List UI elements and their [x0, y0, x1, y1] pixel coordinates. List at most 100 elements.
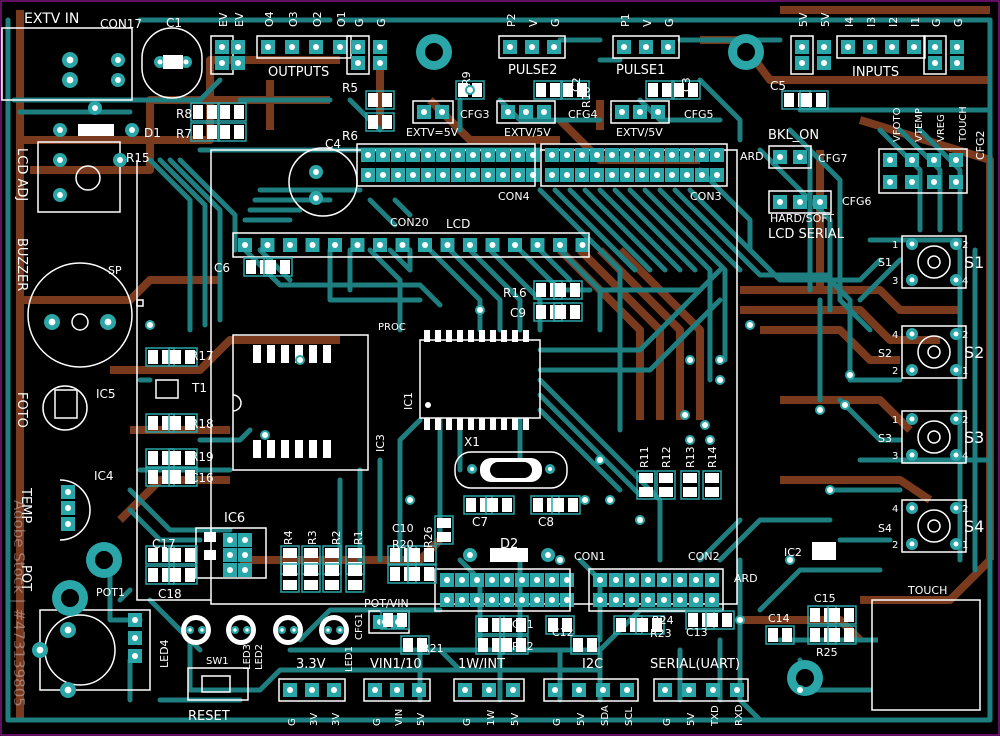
smd-part-b — [185, 451, 195, 465]
pin-hole — [709, 597, 715, 603]
label-labels-c10: C10 — [392, 522, 414, 535]
label-pin-labels-pulse2-2: G — [549, 18, 562, 27]
label-pin-labels-i2c-2: SDA — [600, 705, 611, 726]
smd-part-b-outline — [635, 615, 665, 635]
pad-hole — [57, 127, 63, 133]
smd-part-b — [410, 567, 420, 581]
label-labels-led2: LED2 — [254, 644, 265, 670]
pin-hole — [799, 44, 805, 50]
label-pin-labels-s3-3: 4 — [962, 451, 968, 462]
smd-part — [383, 613, 393, 627]
pin-hole — [693, 597, 699, 603]
header-5v — [795, 40, 809, 70]
label-pin-labels-w1-1: 1W — [486, 710, 497, 726]
label-labels-c3: C3 — [680, 77, 693, 92]
label-labels-ic2: IC2 — [784, 546, 802, 559]
pad-hole — [953, 241, 959, 247]
pin-hole — [462, 687, 468, 693]
pin-hole — [609, 172, 615, 178]
label-labels-inputs: INPUTS — [852, 65, 899, 80]
con2-outline — [588, 568, 724, 612]
smd-vertical — [348, 548, 362, 558]
smd-part — [550, 305, 560, 319]
pin-hole — [932, 44, 938, 50]
header-pulse1 — [617, 40, 675, 54]
via — [555, 555, 565, 565]
smd-part — [478, 618, 488, 632]
label-pin-labels-inputs-5: I1 — [909, 17, 922, 27]
pin-hole — [474, 577, 480, 583]
label-labels-vfoto: VFOTO — [892, 107, 903, 142]
label-labels-c11: C11 — [512, 618, 534, 631]
via — [580, 495, 590, 505]
pin-hole — [219, 44, 225, 50]
smd-part-b-outline — [168, 467, 198, 487]
label-pin-labels-s1-3: 4 — [962, 276, 968, 287]
pin-hole — [624, 172, 630, 178]
label-labels-c1: C1 — [166, 16, 182, 30]
con1-outline — [434, 568, 571, 612]
header-in-g — [928, 40, 942, 70]
mounting-hole-center — [61, 589, 79, 607]
smd-part — [246, 260, 256, 274]
ic1-pin — [523, 418, 529, 430]
cfg4 — [501, 105, 551, 119]
label-pin-labels-s2-1: 2 — [962, 330, 968, 341]
con3-outline — [540, 143, 728, 187]
ic3-pin — [323, 440, 331, 458]
pin-hole — [629, 577, 635, 583]
pad-hole — [183, 59, 189, 65]
smd-part — [702, 613, 712, 627]
pin-hole — [579, 172, 585, 178]
smd-part-b — [185, 470, 195, 484]
label-labels-c12: C12 — [552, 626, 574, 639]
ic1-pin — [446, 418, 452, 430]
pin-hole — [399, 242, 406, 248]
pin-hole — [552, 687, 558, 693]
ic3-pin — [253, 345, 261, 363]
smd-vertical-b-outline — [322, 563, 342, 593]
smd-part-b — [424, 567, 434, 581]
smd-part-b — [516, 618, 526, 632]
smd-part-outline — [765, 625, 795, 645]
pin-hole — [661, 597, 667, 603]
pad-hole — [64, 626, 72, 634]
via — [595, 455, 605, 465]
smd-part-b — [417, 638, 427, 652]
label-labels-c13: C13 — [686, 626, 708, 639]
cfg3 — [417, 105, 449, 119]
pad-hole — [467, 552, 473, 558]
smd-part-outline — [671, 80, 701, 100]
via — [680, 410, 690, 420]
via — [295, 355, 305, 365]
label-labels-c9: C9 — [510, 306, 526, 320]
label-pin-labels-inputs-7: G — [952, 18, 965, 27]
label-labels-extv-in: EXTV IN — [24, 11, 79, 27]
pin-hole — [459, 577, 465, 583]
label-pin-labels-serial-2: TXD — [710, 705, 721, 727]
pin-hole — [287, 242, 293, 248]
pin-hole — [395, 152, 401, 158]
label-pin-labels-s4-3: 1 — [962, 540, 968, 551]
smd-part-b-outline — [263, 257, 293, 277]
label-labels-extv5v-1: EXTV=5V — [406, 126, 459, 139]
smd-part-b — [424, 548, 434, 562]
smd-part-b-outline — [168, 565, 198, 585]
ic3-pin — [309, 440, 317, 458]
smd-resistor — [193, 105, 203, 119]
cfg2-row1 — [883, 153, 963, 167]
header-i2c — [548, 683, 634, 697]
pin-hole — [564, 152, 570, 158]
pin-hole — [309, 687, 315, 693]
smd-part — [662, 83, 672, 97]
label-labels-r6: R6 — [342, 129, 358, 143]
label-labels-con3: CON3 — [690, 190, 722, 203]
pad-hole — [292, 628, 296, 632]
smd-part-b — [556, 283, 566, 297]
pin-hole — [289, 44, 295, 50]
header-in-g2 — [950, 40, 964, 70]
label-labels-t1: T1 — [191, 381, 207, 395]
label-labels-pulse1: PULSE1 — [616, 63, 665, 78]
label-labels-proc: PROC — [378, 322, 406, 333]
cfg7-outline — [768, 145, 812, 169]
